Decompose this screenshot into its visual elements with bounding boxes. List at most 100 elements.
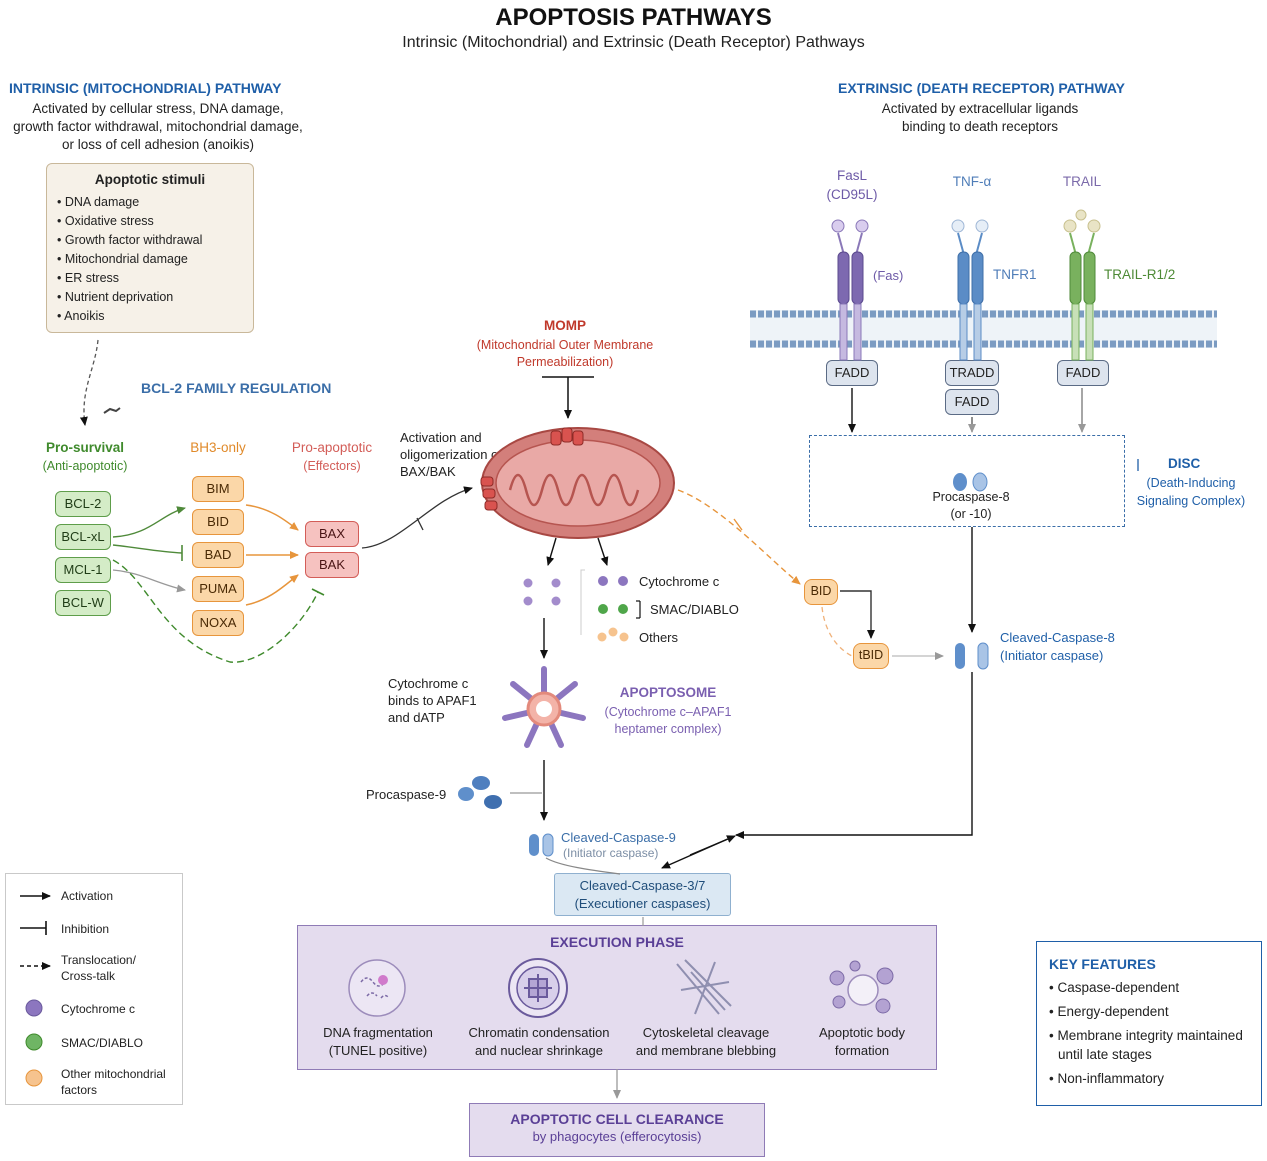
momp-description: (Mitochondrial Outer Membrane Permeabili… (455, 337, 675, 371)
clearance-title: APOPTOTIC CELL CLEARANCE (510, 1111, 724, 1127)
disc-region (809, 435, 1125, 527)
fas-receptor-label: (Fas) (873, 268, 904, 283)
mcl-1-box: MCL-1 (55, 557, 111, 583)
bcl2-squiggle-icon (103, 407, 121, 414)
clearance-box: APOPTOTIC CELL CLEARANCE by phagocytes (… (469, 1103, 765, 1157)
trail-receptor-label: TRAIL-R1/2 (1104, 267, 1176, 282)
apoptotic-stimuli-box: Apoptotic stimuli DNA damage Oxidative s… (46, 163, 254, 333)
bim-box: BIM (192, 476, 244, 502)
legend-other-label: Other mitochondrial factors (61, 1067, 166, 1097)
stimulus-item: Oxidative stress (57, 212, 253, 231)
procaspase-9-label: Procaspase-9 (366, 787, 447, 802)
exec-line: Apoptotic body (818, 1025, 905, 1040)
cleaved-caspase-8-icon (955, 642, 989, 670)
tnfr1-label: TNFR1 (993, 267, 1037, 282)
cytochrome-c-label: Cytochrome c (639, 574, 720, 589)
bax-to-mito (361, 486, 473, 549)
fasl-line: FasL (836, 168, 867, 183)
bad-box: BAD (192, 542, 244, 568)
prosurvival-to-puma (112, 569, 186, 593)
execution-phase-panel: EXECUTION PHASE DNA fragmentation (TUNEL… (297, 925, 937, 1070)
bak-box: BAK (305, 552, 359, 578)
exec-line: and nuclear shrinkage (475, 1043, 603, 1058)
momp-title: MOMP (544, 318, 586, 333)
key-features-title: KEY FEATURES (1049, 956, 1156, 972)
extrinsic-desc-line: binding to death receptors (901, 119, 1059, 134)
stimuli-arrow (79, 339, 99, 426)
fadd-box-trail: FADD (1057, 360, 1109, 386)
stimulus-item: DNA damage (57, 193, 253, 212)
cleaved-caspase-8-line: Cleaved-Caspase-8 (1000, 630, 1115, 645)
bcl-w-box: BCL-W (55, 590, 111, 616)
trail-receptor-icon (1063, 209, 1101, 361)
exec-line: and membrane blebbing (635, 1043, 777, 1058)
prosurvival-inhibit-bad (112, 544, 183, 554)
legend-panel: Activation Inhibition Translocation/ Cro… (5, 873, 183, 1105)
bid-to-tbid (840, 590, 875, 639)
bh3-title: BH3-only (190, 440, 246, 455)
cyt-binds-label: Cytochrome c binds to APAF1 and dATP (388, 675, 477, 726)
chromatin-condensation-label: Chromatin condensation and nuclear shrin… (458, 1024, 620, 1060)
legend-smac-label: SMAC/DIABLO (61, 1036, 144, 1050)
exec-line: Cytoskeletal cleavage (642, 1025, 770, 1040)
cleaved-caspase-9-label: Cleaved-Caspase-9 (561, 830, 676, 845)
procaspase-8-label: Procaspase-8 (or -10) (915, 489, 1027, 523)
puma-box: PUMA (192, 576, 244, 602)
tradd-box: TRADD (945, 360, 999, 386)
disc-line: Signaling Complex) (1136, 494, 1246, 508)
extrinsic-description: Activated by extracellular ligands bindi… (840, 100, 1120, 136)
fas-receptor-icon (831, 219, 869, 361)
stimulus-item: Mitochondrial damage (57, 250, 253, 269)
exec-line: (TUNEL positive) (328, 1043, 428, 1058)
apoptosome-line: heptamer complex) (614, 722, 722, 736)
apoptotic-body-label: Apoptotic body formation (794, 1024, 930, 1060)
disc-description: (Death-Inducing Signaling Complex) (1130, 474, 1252, 510)
bid-dashed-loop (821, 606, 853, 657)
legend-inhibition-label: Inhibition (61, 922, 110, 936)
activation-label: Activation and oligomerization of BAX/BA… (400, 429, 502, 480)
key-feature-item: Caspase-dependent (1049, 978, 1261, 997)
executioner-line: Cleaved-Caspase-3/7 (579, 878, 706, 893)
stimulus-item: Nutrient deprivation (57, 288, 253, 307)
stimulus-item: Growth factor withdrawal (57, 231, 253, 250)
proapoptotic-title: Pro-apoptotic (291, 440, 373, 455)
extrinsic-title: EXTRINSIC (DEATH RECEPTOR) PATHWAY (838, 80, 1126, 96)
page-subtitle: Intrinsic (Mitochondrial) and Extrinsic … (402, 34, 865, 51)
bcl-xl-box: BCL-xL (55, 524, 111, 550)
bid-box: BID (192, 509, 244, 535)
cleaved-caspase-9-icon (529, 833, 554, 857)
apoptosome-icon (502, 666, 586, 748)
prosurvival-title: Pro-survival (45, 440, 125, 455)
exec-line: formation (834, 1043, 890, 1058)
puma-to-bak (245, 574, 299, 606)
bcl2-title: BCL-2 FAMILY REGULATION (141, 380, 332, 396)
stimuli-list: DNA damage Oxidative stress Growth facto… (47, 193, 253, 326)
cell-membrane (750, 310, 1217, 348)
noxa-box: NOXA (192, 610, 244, 636)
key-features-list: Caspase-dependent Energy-dependent Membr… (1037, 978, 1261, 1088)
released-factors-icon (523, 569, 641, 642)
key-feature-item: Membrane integrity maintained until late… (1049, 1026, 1261, 1064)
cyt-binds-line: Cytochrome c (388, 676, 469, 691)
proapoptotic-subtitle: (Effectors) (303, 459, 361, 473)
apoptosome-title: APOPTOSOME (619, 685, 717, 700)
apoptosome-description: (Cytochrome c–APAF1 heptamer complex) (590, 704, 746, 738)
stimulus-item: ER stress (57, 269, 253, 288)
executioner-caspase-box: Cleaved-Caspase-3/7 (Executioner caspase… (554, 873, 731, 916)
page-title: APOPTOSIS PATHWAYS (495, 4, 772, 31)
fadd-box-fas: FADD (826, 360, 878, 386)
fasl-line: (CD95L) (826, 187, 878, 202)
c9-to-executioner (545, 857, 621, 875)
extrinsic-desc-line: Activated by extracellular ligands (881, 101, 1079, 116)
intrinsic-title: INTRINSIC (MITOCHONDRIAL) PATHWAY (9, 80, 282, 96)
mito-bid-crosstalk (677, 489, 801, 585)
key-features-panel: KEY FEATURES Caspase-dependent Energy-de… (1036, 941, 1262, 1106)
cleaved-caspase-8-line: (Initiator caspase) (1000, 648, 1104, 663)
intrinsic-desc-line: Activated by cellular stress, DNA damage… (32, 101, 284, 116)
disc-title: DISC (1168, 456, 1201, 471)
cyt-binds-line: binds to APAF1 (388, 693, 477, 708)
intrinsic-desc-line: growth factor withdrawal, mitochondrial … (13, 119, 303, 134)
cytoskeletal-cleavage-label: Cytoskeletal cleavage and membrane blebb… (626, 1024, 786, 1060)
bid-extrinsic-box: BID (804, 579, 838, 605)
activation-line: oligomerization of (400, 447, 502, 462)
